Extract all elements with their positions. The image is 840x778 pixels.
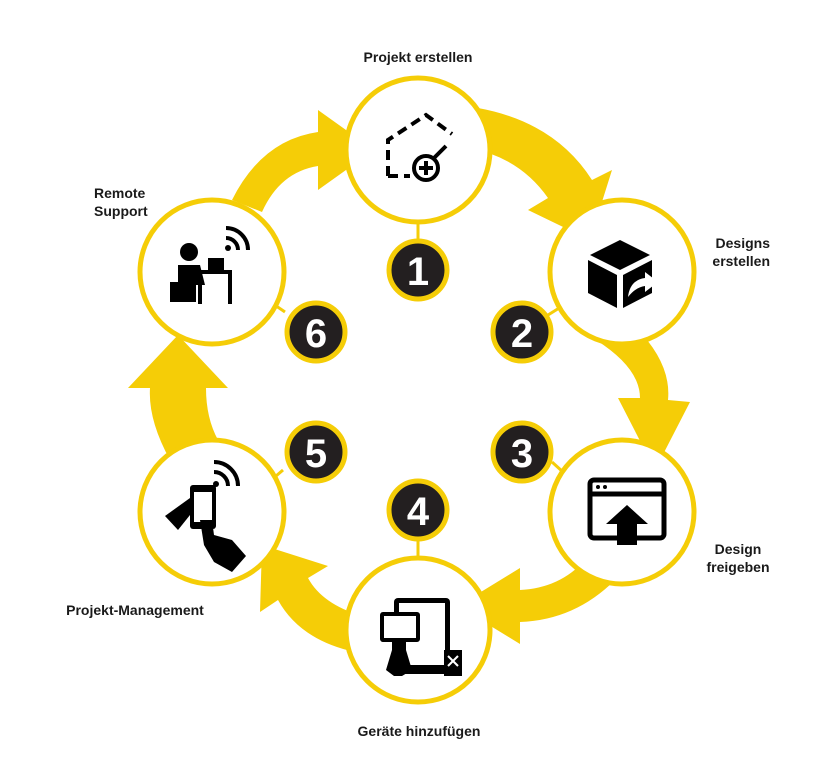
step-number-1: 1 (407, 250, 429, 294)
arrow-5-to-6 (128, 335, 228, 460)
badge-step-6: 6 (284, 300, 348, 364)
browser-upload-icon (587, 477, 667, 545)
box-share-icon (588, 240, 658, 308)
step-label-2-line-1: Designs (715, 235, 770, 251)
step-number-6: 6 (305, 312, 327, 356)
circle-step-1 (343, 75, 493, 225)
devices-icon (380, 598, 462, 676)
arrow-4-to-5 (260, 545, 362, 652)
badge-step-4: 4 (386, 478, 450, 542)
step-number-2: 2 (511, 312, 533, 356)
step-number-3: 3 (511, 432, 533, 476)
arrow-1-to-2 (470, 108, 612, 240)
step-label-3-line-1: Design (714, 541, 762, 557)
step-label-6-line-2: Support (94, 203, 148, 219)
step-label-5: Projekt-Management (50, 601, 220, 619)
arrow-2-to-3 (596, 320, 690, 470)
arrow-6-to-1 (232, 110, 374, 212)
step-label-3-line-2: freigeben (706, 559, 770, 575)
step-label-1: Projekt erstellen (338, 48, 498, 66)
arrow-3-to-4 (458, 560, 615, 644)
badge-step-5: 5 (284, 420, 348, 484)
hand-phone-wifi-icon (165, 460, 246, 572)
badge-step-2: 2 (490, 300, 554, 364)
cycle-arrows (128, 108, 690, 652)
step-label-5-line-1: Projekt-Management (66, 602, 204, 618)
step-label-1-line-1: Projekt erstellen (363, 49, 473, 65)
step-label-4-line-1: Geräte hinzufügen (357, 723, 481, 739)
person-desk-wifi-icon (170, 226, 250, 304)
step-label-6-line-1: Remote (94, 185, 146, 201)
badge-step-3: 3 (490, 420, 554, 484)
step-label-2: Designs erstellen (690, 234, 770, 270)
step-number-5: 5 (305, 432, 327, 476)
step-number-4: 4 (407, 490, 430, 534)
circle-step-2 (547, 197, 697, 347)
house-plus-icon (386, 112, 454, 182)
step-label-6: Remote Support (94, 184, 194, 220)
step-label-2-line-2: erstellen (712, 253, 770, 269)
badge-step-1: 1 (386, 238, 450, 302)
step-label-4: Geräte hinzufügen (334, 722, 504, 740)
step-label-3: Design freigeben (688, 540, 788, 576)
